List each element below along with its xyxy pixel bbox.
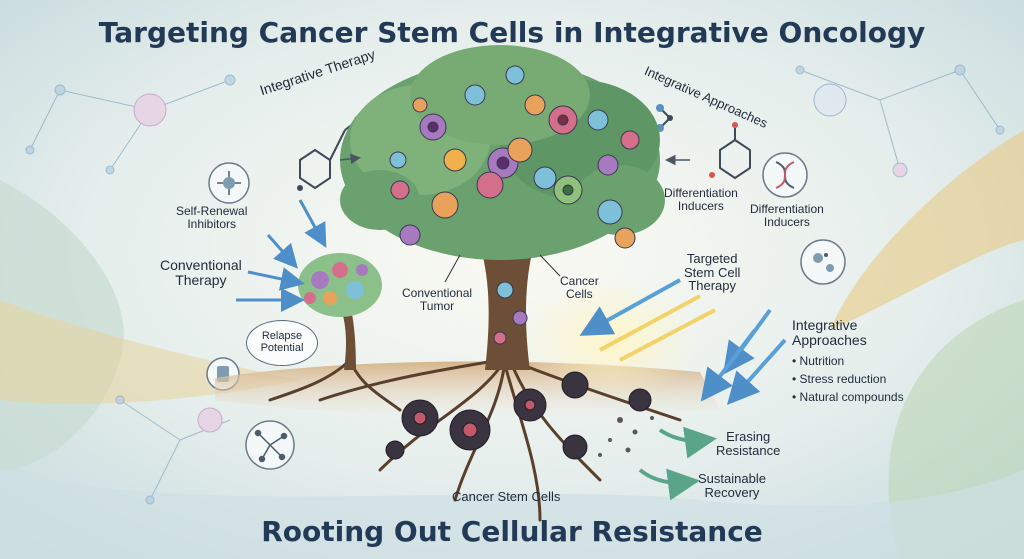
- arrows-dark: [339, 153, 690, 166]
- network-icon: [245, 420, 295, 470]
- relapse-potential-bubble: Relapse Potential: [246, 320, 318, 366]
- dna-icon: [762, 152, 808, 198]
- light-glow: [520, 280, 700, 400]
- trunk-cells: [493, 281, 528, 345]
- receptor-icon: [208, 162, 250, 204]
- cancer-cells-label: Cancer Cells: [560, 274, 599, 301]
- molecule-icon-2: [709, 122, 751, 180]
- arrows-targeted: [579, 278, 787, 405]
- erasing-resistance-label: Erasing Resistance: [716, 429, 781, 458]
- self-renewal-inhibitors-label: Self-Renewal Inhibitors: [176, 204, 248, 231]
- cell-icon: [800, 239, 846, 285]
- cancer-stem-cells: [385, 371, 652, 460]
- conventional-therapy-label: Conventional Therapy: [160, 257, 242, 288]
- sustainable-recovery-label: Sustainable Recovery: [698, 471, 766, 500]
- page-subtitle: Rooting Out Cellular Resistance: [261, 515, 763, 548]
- cancer-stem-cells-label: Cancer Stem Cells: [452, 489, 561, 504]
- scattered-debris: [598, 416, 654, 457]
- differentiation-inducers-label-2: Differentiation Inducers: [750, 202, 824, 229]
- targeted-stem-cell-therapy-label: Targeted Stem Cell Therapy: [684, 251, 741, 294]
- arrows-green: [638, 426, 717, 501]
- arrows-left: [236, 199, 327, 312]
- right-gold-wave: [830, 130, 1024, 330]
- relapse-potential-label: Relapse Potential: [260, 330, 304, 354]
- network-decoration-left: [25, 74, 236, 175]
- integrative-approaches-list: Nutrition Stress reduction Natural compo…: [792, 354, 904, 408]
- small-foliage: [298, 253, 382, 317]
- network-decoration-bottom-left: [115, 395, 231, 505]
- network-decoration-right: [795, 64, 1005, 178]
- list-item: Nutrition: [792, 354, 904, 368]
- differentiation-inducers-label-1: Differentiation Inducers: [664, 186, 738, 213]
- list-item: Stress reduction: [792, 372, 904, 386]
- foliage-cells: [389, 65, 640, 249]
- integrative-approaches-heading: Integrative Approaches: [792, 317, 867, 348]
- list-item: Natural compounds: [792, 390, 904, 404]
- conventional-tumor-label: Conventional Tumor: [402, 286, 473, 313]
- bottom-wave: [0, 470, 1024, 559]
- label-leaders: [444, 254, 561, 283]
- molecule-icon-3: [656, 104, 673, 132]
- page-title: Targeting Cancer Stem Cells in Integrati…: [98, 16, 926, 49]
